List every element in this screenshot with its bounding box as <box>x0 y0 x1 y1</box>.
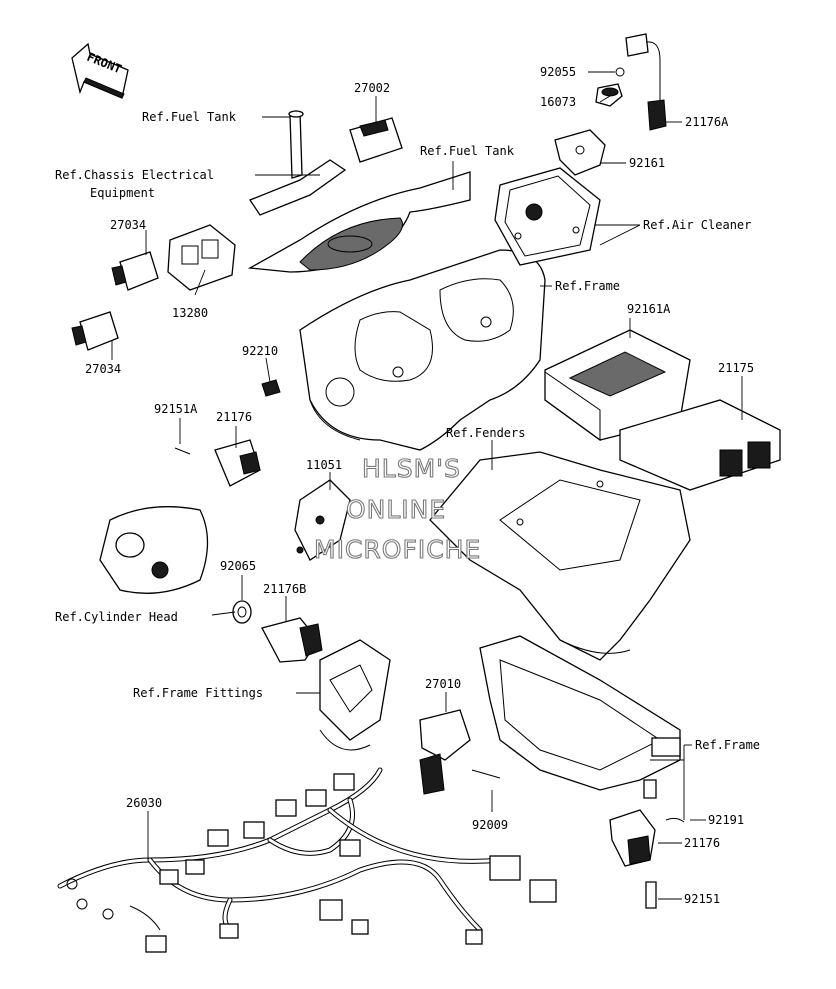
label-ref-fenders: Ref.Fenders <box>446 426 525 440</box>
label-21175: 21175 <box>718 361 754 375</box>
label-92161: 92161 <box>629 156 665 170</box>
label-16073: 16073 <box>540 95 576 109</box>
ecu-holder-92161a <box>544 329 691 441</box>
label-92065: 92065 <box>220 559 256 573</box>
ecu-21175 <box>619 399 781 491</box>
label-92009: 92009 <box>472 818 508 832</box>
label-ref-fuel-tank-2: Ref.Fuel Tank <box>420 144 515 158</box>
label-26030: 26030 <box>126 796 162 810</box>
frame-fittings <box>319 639 391 751</box>
label-92210: 92210 <box>242 344 278 358</box>
label-21176b: 21176B <box>263 582 306 596</box>
label-ref-air-cleaner: Ref.Air Cleaner <box>643 218 751 232</box>
air-cleaner-box <box>494 167 601 266</box>
label-ref-frame-1: Ref.Frame <box>555 279 620 293</box>
label-92161a: 92161A <box>627 302 671 316</box>
main-frame <box>299 249 546 451</box>
cylinder-head <box>99 506 209 594</box>
label-92191: 92191 <box>708 813 744 827</box>
label-92055: 92055 <box>540 65 576 79</box>
cap-92210 <box>261 379 281 397</box>
label-13280: 13280 <box>172 306 208 320</box>
watermark-line-2: ONLINE <box>346 495 446 524</box>
label-ref-fuel-tank-1: Ref.Fuel Tank <box>142 110 237 124</box>
washer-92065 <box>232 600 252 624</box>
label-92151a: 92151A <box>154 402 198 416</box>
lower-frame <box>479 635 681 791</box>
label-27002: 27002 <box>354 81 390 95</box>
label-27034-top: 27034 <box>110 218 146 232</box>
label-ref-frame-2: Ref.Frame <box>695 738 760 752</box>
label-27034-bottom: 27034 <box>85 362 121 376</box>
label-ref-frame-fittings: Ref.Frame Fittings <box>133 686 263 700</box>
sensor-21176b <box>261 617 323 663</box>
front-arrow-icon: FRONT <box>71 42 129 99</box>
sensor-16073 <box>595 33 667 131</box>
part-labels: 27002 Ref.Fuel Tank Ref.Chassis Electric… <box>55 65 760 906</box>
label-27010: 27010 <box>425 677 461 691</box>
leader-lines <box>111 71 743 900</box>
label-11051: 11051 <box>306 458 342 472</box>
wiring-harness-26030 <box>57 767 557 953</box>
sensor-21176-top <box>174 439 261 487</box>
bracket-92161 <box>554 129 606 176</box>
connector-13280 <box>71 224 236 351</box>
watermark-line-1: HLSM'S <box>362 454 461 483</box>
label-ref-chassis-electrical: Ref.Chassis Electrical <box>55 168 214 182</box>
watermark: HLSM'S ONLINE MICROFICHE <box>313 453 481 564</box>
fuel-tank-underside <box>247 171 471 273</box>
label-21176-top: 21176 <box>216 410 252 424</box>
label-21176a: 21176A <box>685 115 729 129</box>
label-equipment: Equipment <box>90 186 155 200</box>
label-ref-cylinder-head: Ref.Cylinder Head <box>55 610 178 624</box>
relay-27010 <box>419 709 501 795</box>
label-21176-bottom: 21176 <box>684 836 720 850</box>
sensor-21176-bottom <box>609 779 685 909</box>
label-92151: 92151 <box>684 892 720 906</box>
rear-fender <box>429 451 691 661</box>
watermark-line-3: MICROFICHE <box>314 535 481 564</box>
relay-27002 <box>249 110 403 216</box>
